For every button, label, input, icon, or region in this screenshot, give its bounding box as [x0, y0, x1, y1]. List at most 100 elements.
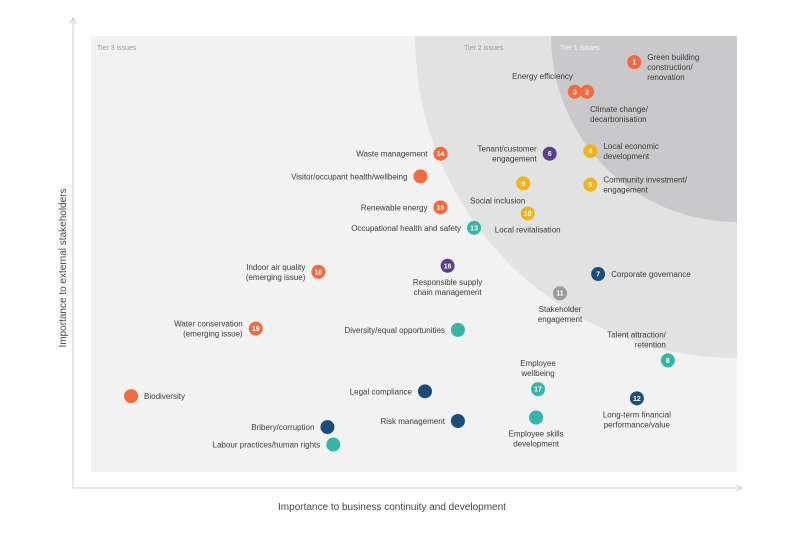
issue-number: 13 — [470, 225, 478, 232]
issue-number: 6 — [548, 151, 552, 158]
issue-label: Risk management — [380, 417, 445, 426]
issue-marker — [531, 382, 546, 397]
issue-label: chain management — [414, 288, 483, 297]
issue-point[interactable]: Visitor/occupant health/wellbeing — [291, 169, 428, 184]
issue-marker — [629, 391, 644, 406]
issue-marker — [627, 55, 642, 70]
issue-label: Social inclusion — [470, 196, 525, 205]
issue-marker — [467, 220, 482, 235]
issue-label: Responsible supply — [413, 278, 482, 287]
issue-marker — [450, 322, 465, 337]
issue-number: 8 — [666, 358, 670, 365]
tier-2-label: Tier 2 issues — [464, 45, 504, 52]
issue-label: Talent attraction/ — [607, 330, 666, 339]
issue-number: 10 — [524, 211, 532, 218]
issue-label: Visitor/occupant health/wellbeing — [291, 172, 407, 181]
issue-marker — [580, 84, 595, 99]
issue-number: 3 — [573, 89, 577, 96]
issue-number: 12 — [633, 396, 641, 403]
issue-label: Diversity/equal opportunities — [344, 326, 445, 335]
issue-marker — [248, 321, 263, 336]
issue-point[interactable]: 7 Corporate governance — [591, 267, 691, 282]
issue-number: 15 — [437, 205, 445, 212]
issue-marker — [433, 146, 448, 161]
issue-point[interactable]: 18 Indoor air quality(emerging issue) — [246, 263, 326, 282]
issue-label: Renewable energy — [361, 203, 428, 212]
issue-label: wellbeing — [520, 369, 554, 378]
issue-number: 11 — [556, 291, 564, 298]
issue-label: Biodiversity — [144, 392, 185, 401]
tier-1-zone — [551, 36, 737, 222]
issue-label: Long-term financial — [603, 410, 671, 419]
issue-marker — [433, 200, 448, 215]
issue-marker — [583, 177, 598, 192]
issue-label: (emerging issue) — [246, 273, 306, 282]
issue-label: development — [513, 440, 560, 449]
issue-point[interactable]: 8 Talent attraction/retention — [607, 330, 675, 368]
issue-label: engagement — [538, 315, 583, 324]
issue-label: Employee — [520, 359, 556, 368]
issue-point[interactable]: Legal compliance — [350, 384, 432, 399]
issue-number: 16 — [444, 263, 452, 270]
issue-marker — [660, 353, 675, 368]
issue-marker — [413, 169, 428, 184]
x-axis-title: Importance to business continuity and de… — [278, 502, 506, 513]
issue-marker — [311, 264, 326, 279]
issue-point[interactable]: Biodiversity — [124, 389, 185, 404]
issue-marker — [542, 146, 557, 161]
y-axis-title: Importance to external stakeholders — [58, 189, 69, 348]
issue-marker — [591, 267, 606, 282]
issue-point[interactable]: 15 Renewable energy — [361, 200, 448, 215]
issue-label: development — [603, 152, 650, 161]
issue-point[interactable]: Labour practices/human rights — [213, 437, 341, 452]
issue-number: 7 — [596, 272, 600, 279]
tier-3-label: Tier 3 issues — [97, 45, 137, 52]
issue-label: construction/ — [647, 63, 693, 72]
issue-label: engagement — [492, 155, 537, 164]
issue-number: 9 — [521, 181, 525, 188]
issue-marker — [567, 84, 582, 99]
issue-marker — [529, 410, 544, 425]
issue-marker — [520, 206, 535, 221]
issue-label: Indoor air quality — [246, 263, 305, 272]
issue-label: Corporate governance — [611, 270, 691, 279]
issue-point[interactable]: Diversity/equal opportunities — [344, 322, 465, 337]
issue-label: Bribery/corruption — [251, 423, 314, 432]
issue-label: Green building — [647, 53, 699, 62]
issue-marker — [326, 437, 341, 452]
issue-label: Employee skills — [509, 430, 564, 439]
issue-marker — [516, 176, 531, 191]
issue-number: 18 — [314, 269, 322, 276]
issue-label: retention — [635, 340, 666, 349]
issue-marker — [417, 384, 432, 399]
issue-label: renovation — [647, 73, 684, 82]
issue-point[interactable]: Risk management — [380, 413, 465, 428]
issue-marker — [124, 389, 139, 404]
issue-label: Local economic — [603, 142, 659, 151]
issue-marker — [552, 286, 567, 301]
tier-1-label: Tier 1 issues — [560, 45, 600, 52]
issue-number: 4 — [588, 149, 592, 156]
issue-label: engagement — [603, 186, 648, 195]
issue-number: 19 — [252, 326, 260, 333]
issue-label: Community investment/ — [603, 176, 687, 185]
issue-point[interactable]: Bribery/corruption — [251, 420, 335, 435]
